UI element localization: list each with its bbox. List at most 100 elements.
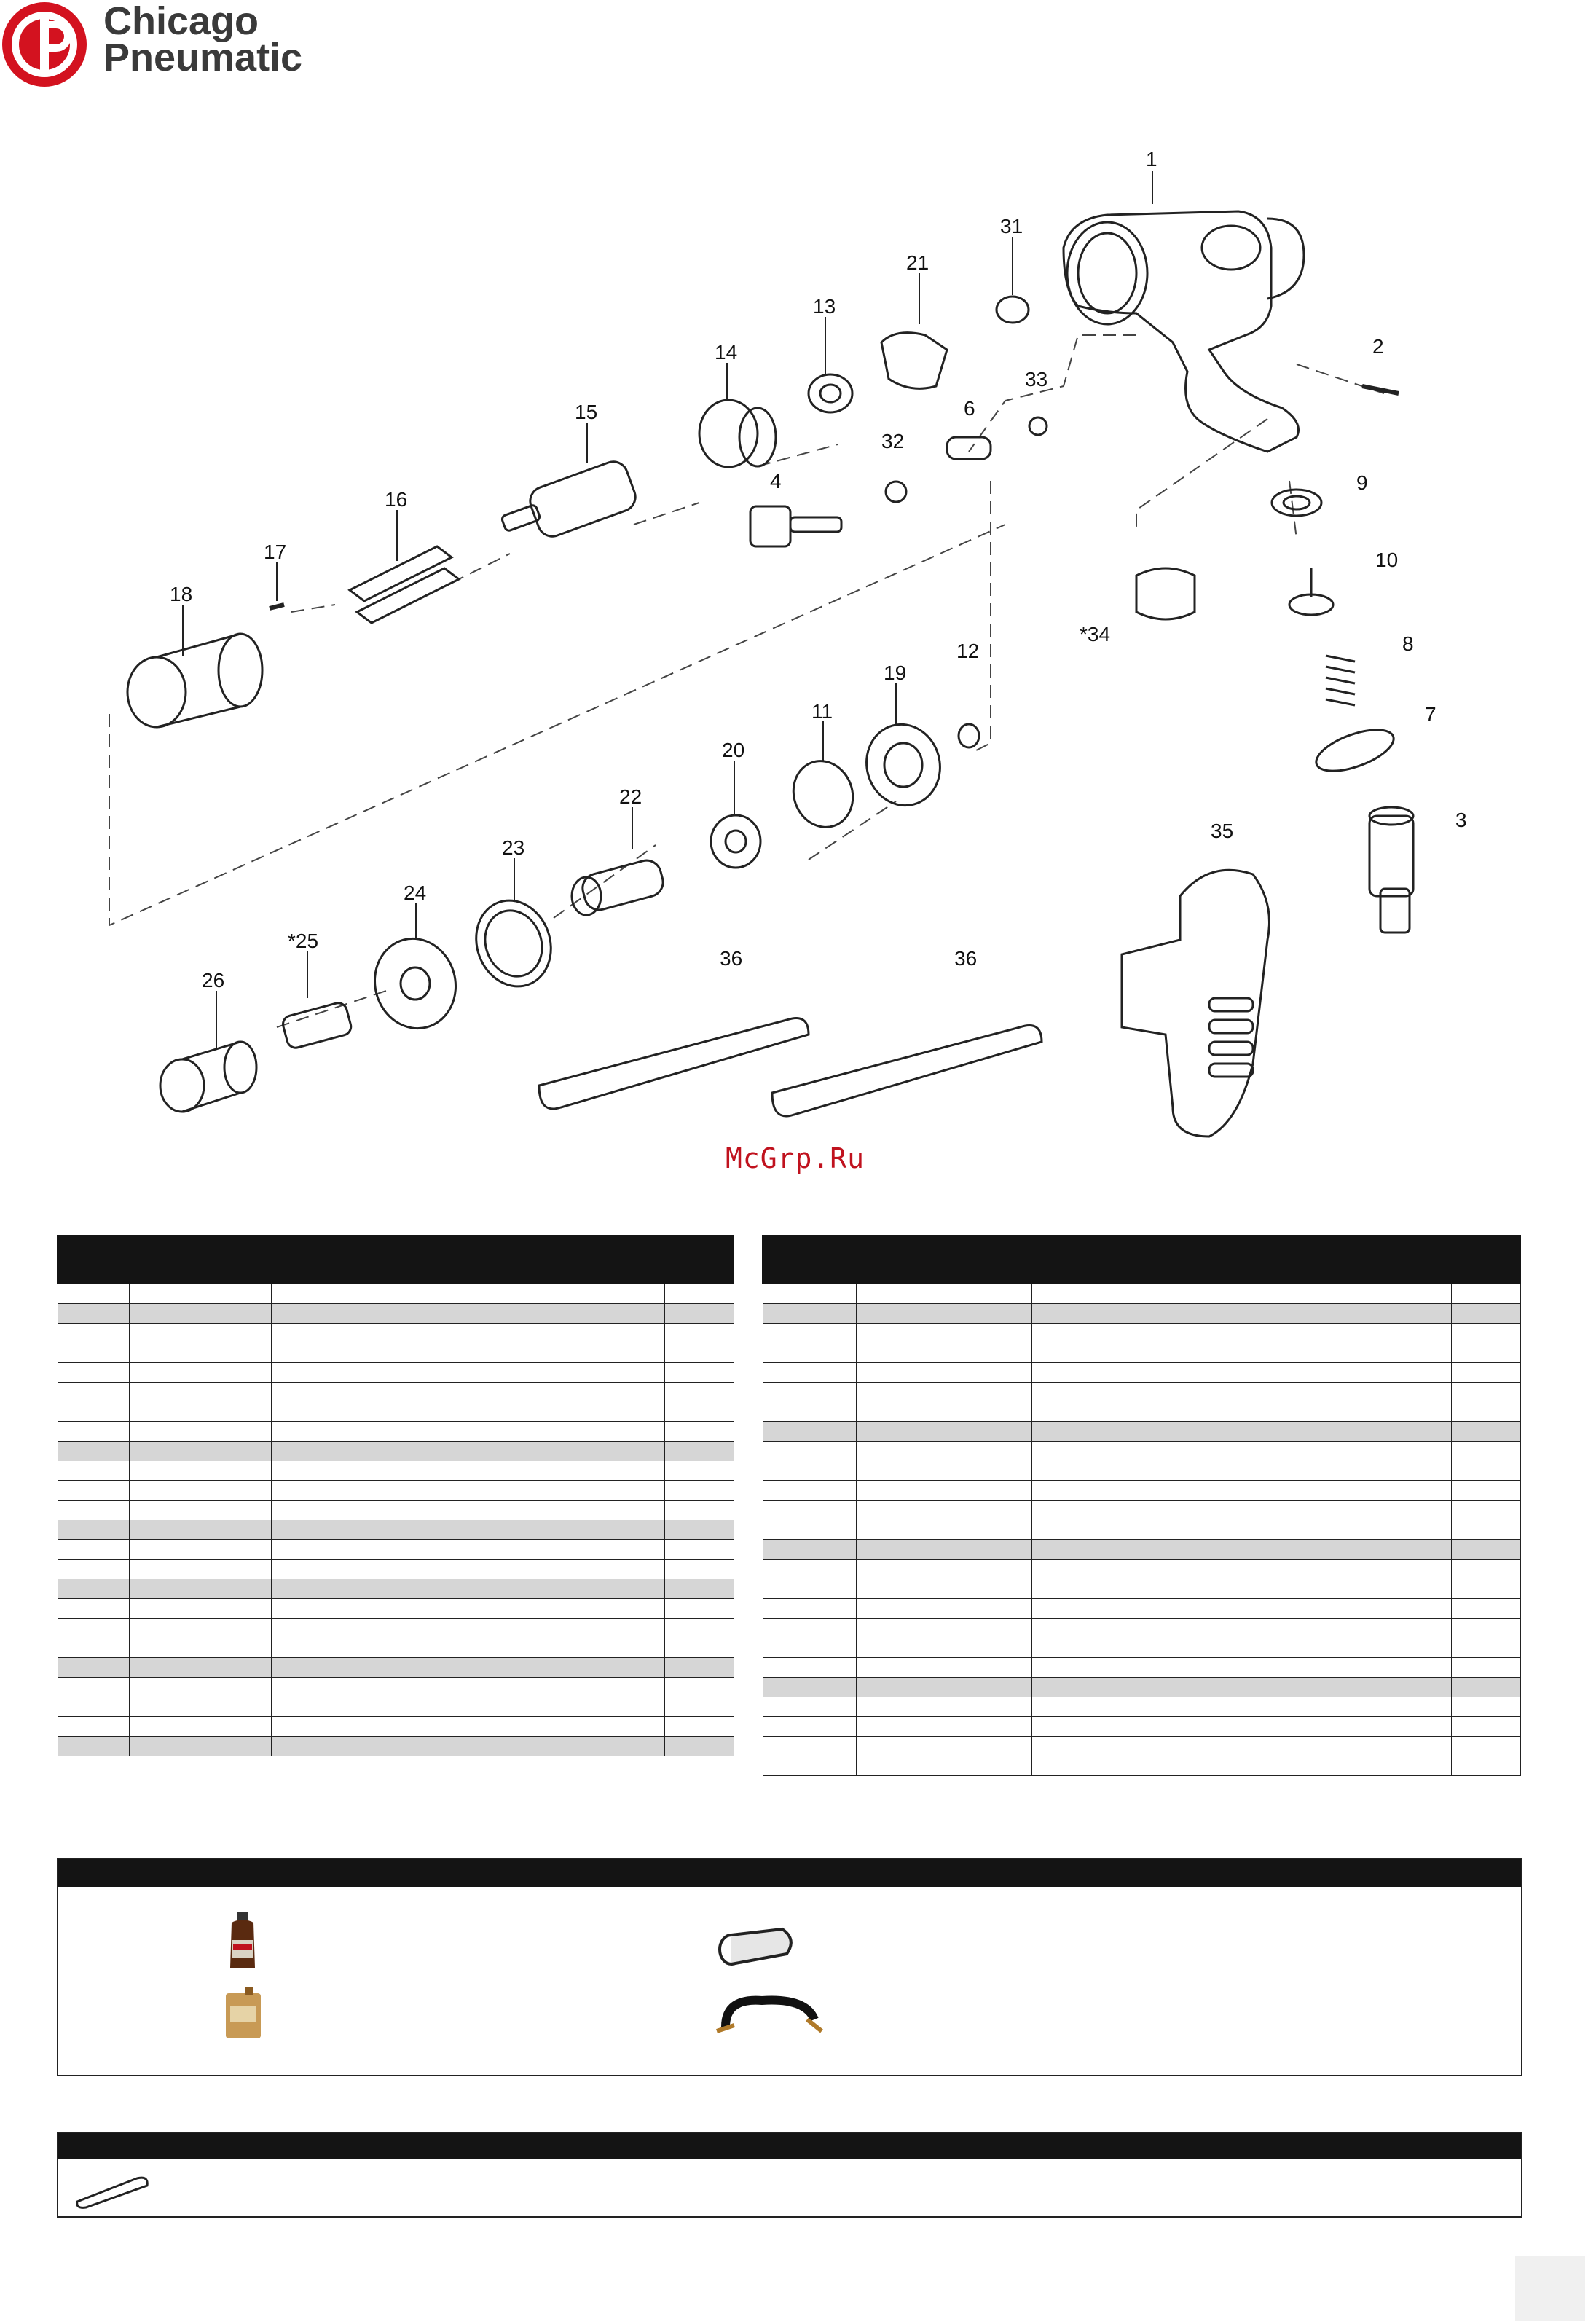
- table-cell: [57, 1343, 130, 1363]
- part-8-spring: [1325, 654, 1356, 707]
- table-cell: [762, 1283, 857, 1304]
- callout-32: 32: [881, 430, 904, 452]
- table-row: [762, 1756, 1521, 1776]
- table-cell: [1031, 1402, 1452, 1422]
- table-row: [57, 1559, 734, 1579]
- table-cell: [57, 1677, 130, 1697]
- table-cell: [57, 1283, 130, 1304]
- table-cell: [57, 1539, 130, 1560]
- table-cell: [271, 1697, 665, 1717]
- table-cell: [1450, 1402, 1521, 1422]
- table-cell: [271, 1303, 665, 1324]
- callout-8: 8: [1402, 632, 1414, 655]
- table-cell: [129, 1362, 272, 1383]
- table-row: [57, 1500, 734, 1520]
- callout-18: 18: [170, 583, 192, 605]
- part-25-collet: [282, 1002, 353, 1049]
- table-cell: [129, 1323, 272, 1343]
- part-35-grip: [1120, 868, 1270, 1138]
- table-cell: [664, 1500, 734, 1520]
- callout-6: 6: [964, 397, 975, 420]
- accessories-header: [58, 1859, 1521, 1887]
- table-cell: [129, 1539, 272, 1560]
- table-row: [57, 1657, 734, 1678]
- table-row: [57, 1736, 734, 1756]
- table-cell: [1450, 1559, 1521, 1579]
- part-12: [957, 723, 980, 749]
- table-cell: [271, 1402, 665, 1422]
- table-cell: [664, 1638, 734, 1658]
- table-cell: [855, 1657, 1032, 1678]
- table-row: [762, 1736, 1521, 1756]
- table-row: [762, 1539, 1521, 1560]
- callout-19: 19: [884, 662, 906, 684]
- table-cell: [1031, 1343, 1452, 1363]
- table-cell: [1031, 1362, 1452, 1383]
- table-cell: [855, 1598, 1032, 1619]
- callout-33: 33: [1025, 368, 1047, 390]
- table-cell: [762, 1756, 857, 1776]
- part-21: [880, 331, 948, 390]
- table-cell: [1450, 1677, 1521, 1697]
- part-pin: [1361, 384, 1399, 396]
- table-cell: [664, 1618, 734, 1638]
- brand-name: Chicago Pneumatic: [103, 1, 302, 77]
- table-cell: [664, 1362, 734, 1383]
- table-cell: [664, 1441, 734, 1461]
- table-cell: [1031, 1598, 1452, 1619]
- table-cell: [129, 1283, 272, 1304]
- table-row: [762, 1677, 1521, 1697]
- table-cell: [271, 1736, 665, 1756]
- table-cell: [664, 1657, 734, 1678]
- part-housing: [1062, 210, 1305, 453]
- table-cell: [1031, 1500, 1452, 1520]
- table-row: [762, 1697, 1521, 1717]
- accessories-panel: [57, 1858, 1522, 2076]
- table-cell: [1031, 1618, 1452, 1638]
- table-cell: [855, 1618, 1032, 1638]
- table-body: [57, 1283, 734, 1756]
- table-cell: [855, 1343, 1032, 1363]
- table-cell: [129, 1461, 272, 1481]
- table-cell: [57, 1480, 130, 1501]
- table-row: [57, 1382, 734, 1402]
- table-row: [762, 1618, 1521, 1638]
- table-cell: [1031, 1283, 1452, 1304]
- table-cell: [271, 1323, 665, 1343]
- table-cell: [1031, 1756, 1452, 1776]
- table-cell: [664, 1283, 734, 1304]
- part-34-filter: [1135, 567, 1196, 621]
- callout-17: 17: [264, 541, 286, 563]
- table-cell: [855, 1638, 1032, 1658]
- table-row: [762, 1598, 1521, 1619]
- table-cell: [762, 1343, 857, 1363]
- callout-labels: 1 2 3 4 6 7 8 9 10 11 12 13 14 15 16 17 …: [170, 148, 1467, 992]
- table-cell: [762, 1638, 857, 1658]
- table-row: [57, 1303, 734, 1324]
- table-cell: [57, 1618, 130, 1638]
- table-row: [57, 1598, 734, 1619]
- table-cell: [1450, 1736, 1521, 1756]
- table-header: [761, 1235, 1521, 1284]
- callout-23: 23: [502, 836, 524, 859]
- table-row: [57, 1579, 734, 1599]
- table-cell: [1450, 1421, 1521, 1442]
- wrench-icon: [76, 2176, 149, 2209]
- collet-icon: [718, 1927, 793, 1966]
- table-row: [762, 1421, 1521, 1442]
- table-cell: [855, 1402, 1032, 1422]
- table-cell: [1450, 1323, 1521, 1343]
- table-cell: [129, 1716, 272, 1737]
- table-cell: [664, 1697, 734, 1717]
- table-cell: [57, 1382, 130, 1402]
- table-cell: [855, 1323, 1032, 1343]
- table-cell: [762, 1716, 857, 1737]
- table-cell: [271, 1716, 665, 1737]
- table-cell: [271, 1500, 665, 1520]
- table-cell: [762, 1736, 857, 1756]
- part-22-spindle: [570, 859, 664, 916]
- callout-21: 21: [906, 251, 929, 274]
- table-cell: [855, 1461, 1032, 1481]
- table-cell: [1031, 1657, 1452, 1678]
- table-cell: [1031, 1697, 1452, 1717]
